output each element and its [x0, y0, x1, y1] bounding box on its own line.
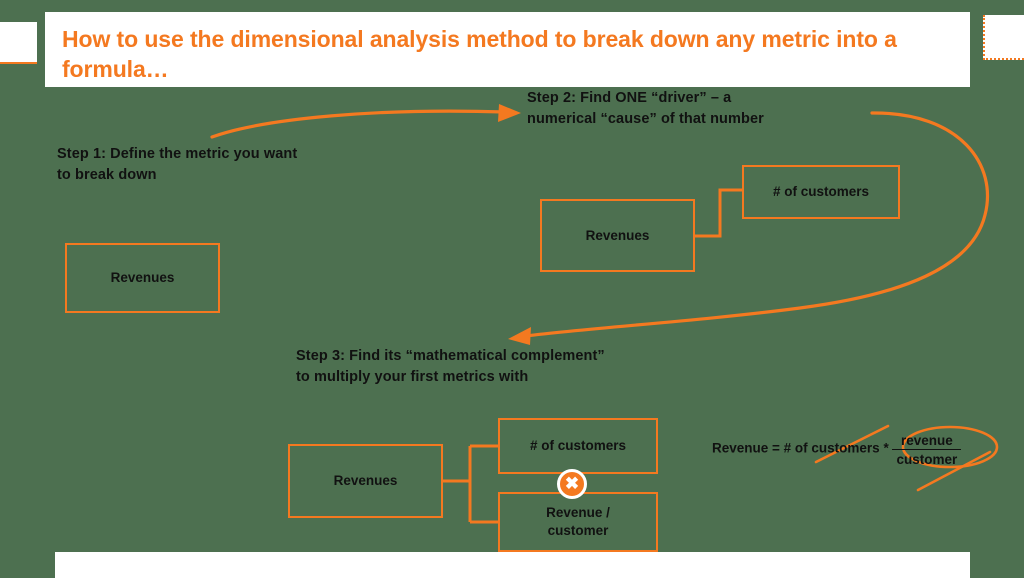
step2-box-revenues[interactable]: Revenues: [540, 199, 695, 272]
multiply-icon: ✖: [557, 469, 587, 499]
step3-box-revenues[interactable]: Revenues: [288, 444, 443, 518]
footer-panel: [55, 552, 970, 578]
step-1-label: Step 1: Define the metric you want to br…: [57, 146, 298, 183]
step-2-label: Step 2: Find ONE “driver” – a numerical …: [527, 90, 764, 127]
formula-denominator: customer: [892, 449, 962, 467]
formula-numerator: revenue: [900, 433, 953, 448]
step2-box-customers[interactable]: # of customers: [742, 165, 900, 219]
step1-box-revenues[interactable]: Revenues: [65, 243, 220, 313]
connector-step2: [695, 188, 742, 238]
step3-box-revenue-per-customer[interactable]: Revenue / customer: [498, 492, 658, 552]
decorative-corner-right: [983, 15, 1024, 60]
arrow-step1-to-step2: [210, 104, 521, 139]
step-3-label: Step 3: Find its “mathematical complemen…: [296, 348, 605, 385]
title-panel: How to use the dimensional analysis meth…: [45, 12, 970, 87]
page-title: How to use the dimensional analysis meth…: [62, 26, 897, 82]
connector-step3: [443, 444, 498, 524]
formula-lead-text: Revenue = # of customers *: [712, 440, 893, 456]
step3-box-customers[interactable]: # of customers: [498, 418, 658, 474]
decorative-corner-left: [0, 22, 37, 64]
